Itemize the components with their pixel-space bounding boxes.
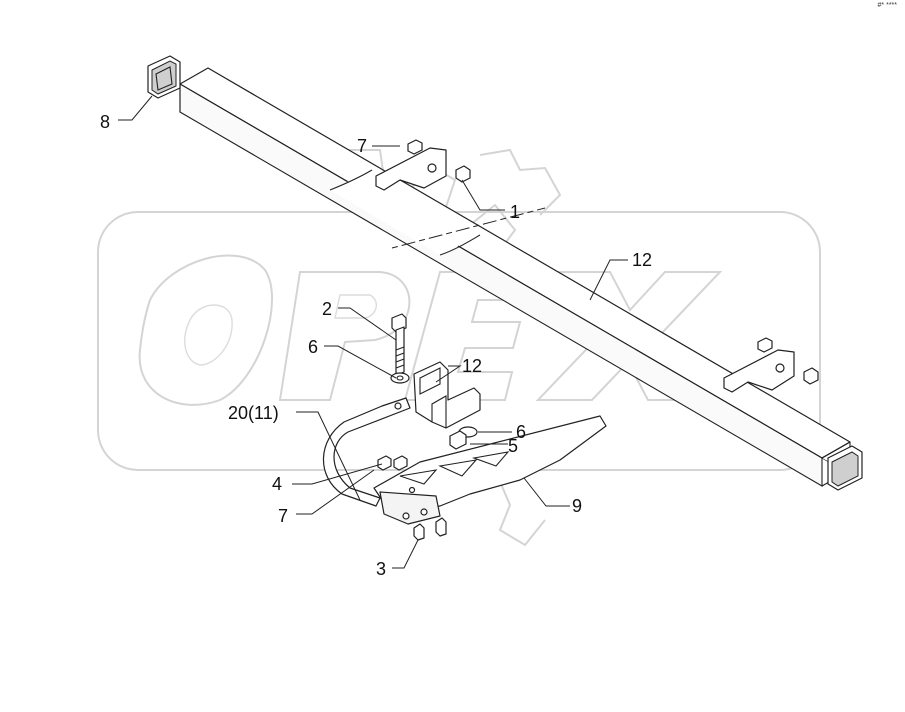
callout-7: 7 [357, 136, 367, 156]
nut-7-lower [377, 455, 392, 471]
callout-2: 2 [322, 299, 332, 319]
center-line [391, 207, 546, 249]
end-cap-left [147, 55, 181, 99]
clamp-bracket-12 [413, 361, 481, 429]
callout-labels: 8 7 1 12 2 6 12 20(11) 6 5 4 7 9 3 [100, 112, 652, 579]
callout-12: 12 [632, 250, 652, 270]
callout-20-11: 20(11) [228, 403, 279, 423]
nut-5 [449, 430, 467, 450]
callout-12: 12 [462, 356, 482, 376]
bolts-3 [413, 517, 447, 541]
duckfoot-share-9 [373, 415, 607, 525]
callout-8: 8 [100, 112, 110, 132]
callout-6: 6 [308, 337, 318, 357]
bolt-2 [391, 313, 407, 376]
callout-9: 9 [572, 496, 582, 516]
callout-4: 4 [272, 474, 282, 494]
callout-7: 7 [278, 506, 288, 526]
washer-6-top [390, 372, 410, 384]
leader-lines [118, 95, 628, 569]
end-cap-right [827, 445, 863, 491]
bracket-1 [375, 139, 471, 191]
callout-5: 5 [508, 436, 518, 456]
corner-code: #* **** [877, 2, 897, 9]
nut-4 [393, 455, 408, 471]
callout-6: 6 [516, 422, 526, 442]
callout-1: 1 [510, 202, 520, 222]
main-beam [179, 67, 851, 487]
bracket-right [723, 337, 819, 393]
callout-3: 3 [376, 559, 386, 579]
